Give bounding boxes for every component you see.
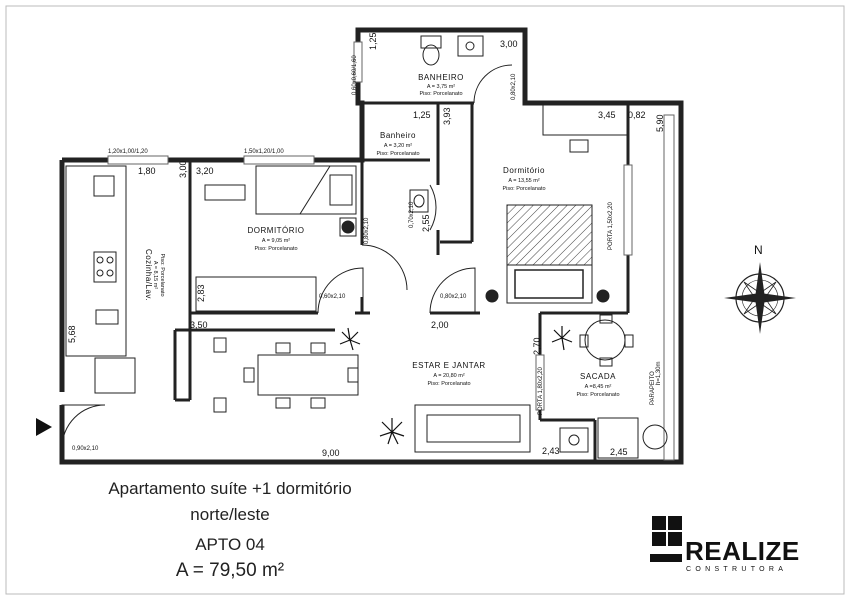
dormitory-left-furniture [195, 165, 357, 312]
logo-bar [650, 554, 682, 562]
compass-north: N [754, 243, 763, 257]
dim-label: 3,00 [500, 39, 518, 49]
sacada-fixtures [559, 314, 668, 459]
opening-label: PORTA 1,50x2,20 [608, 202, 614, 250]
room-area-estar: A = 20,80 m² [433, 373, 465, 379]
inner-walls [173, 101, 630, 462]
bathroom-mid-fixtures [339, 189, 429, 237]
room-floor-banheiro-mid: Piso: Porcelanato [376, 151, 419, 157]
opening-label: 0,60x0,60/1,60 [352, 55, 358, 95]
opening-label: 1,50x1,20/1,00 [244, 149, 284, 155]
walls [59, 27, 684, 465]
logo-square [652, 532, 666, 546]
room-name-dormitorio-right: Dormitório [503, 166, 545, 175]
logo-name: REALIZE [685, 536, 800, 566]
room-name-banheiro-top: BANHEIRO [418, 73, 464, 82]
dim-label: 1,25 [368, 32, 378, 50]
caption-type: Apartamento suíte +1 dormitório [108, 479, 352, 498]
logo-square [668, 532, 682, 546]
room-floor-dormitorio-left: Piso: Porcelanato [254, 246, 297, 252]
room-floor-sacada: Piso: Porcelanato [576, 392, 619, 398]
room-name-banheiro-mid: Banheiro [380, 131, 416, 140]
dimension-labels: 3,00 1,25 3,45 0,82 1,80 3,20 3,50 2,00 … [67, 32, 665, 458]
opening-label: 0,80x2,10 [364, 217, 370, 244]
dim-label: 2,83 [196, 284, 206, 302]
dim-label: 9,00 [322, 448, 340, 458]
dim-label: 5,90 [655, 114, 665, 132]
dim-label: 2,55 [421, 214, 431, 232]
opening-label: PORTA 1,80x2,20 [538, 367, 544, 415]
dormitory-right-furniture [485, 104, 629, 304]
sofa [414, 404, 531, 453]
dim-label: 3,50 [190, 320, 208, 330]
windows [107, 41, 675, 461]
opening-label: 0,90x2,10 [72, 446, 99, 452]
room-floor-cozinha: Piso: Porcelanato [159, 253, 165, 296]
dim-label: 3,20 [196, 166, 214, 176]
dim-label: 2,43 [542, 446, 560, 456]
brand-logo: REALIZE CONSTRUTORA [650, 514, 810, 574]
opening-label: 0,70x2,10 [409, 201, 415, 228]
caption-unit: APTO 04 [195, 535, 265, 554]
plant-icon [339, 326, 573, 445]
room-floor-estar: Piso: Porcelanato [427, 381, 470, 387]
compass-icon [724, 262, 796, 334]
dim-label: 3,93 [442, 107, 452, 125]
dim-label: 2,45 [610, 447, 628, 457]
opening-label: 0,60x2,10 [319, 294, 346, 300]
logo-tagline: CONSTRUTORA [686, 566, 788, 573]
room-area-banheiro-top: A = 3,75 m² [427, 84, 455, 90]
room-name-dormitorio-left: DORMITÓRIO [248, 226, 305, 235]
room-label-cozinha: Cozinha/Lav. A = 8,15 m² Piso: Porcelana… [144, 249, 165, 301]
caption-area: A = 79,50 m² [175, 560, 285, 581]
logo-square [652, 516, 666, 530]
kitchen-fixtures [65, 165, 136, 394]
dim-label: 2,70 [532, 337, 542, 355]
opening-label: 0,80x2,10 [440, 294, 467, 300]
entry-arrow-icon [36, 418, 52, 436]
caption-orientation: norte/leste [190, 505, 270, 524]
room-name-estar: ESTAR E JANTAR [412, 361, 485, 370]
dim-label: 3,45 [598, 110, 616, 120]
dim-label: 5,68 [67, 325, 77, 343]
room-area-banheiro-mid: A = 3,20 m² [384, 143, 412, 149]
page-frame [5, 5, 845, 595]
dim-label: 2,00 [431, 320, 449, 330]
room-name-sacada: SACADA [580, 372, 616, 381]
opening-labels: 1,20x1,00/1,20 1,50x1,20/1,00 0,90x2,10 … [72, 55, 662, 452]
dining-set [213, 337, 359, 413]
room-name-cozinha: Cozinha/Lav. [144, 249, 153, 301]
entry-door [61, 404, 106, 449]
logo-square [668, 516, 682, 530]
room-floor-banheiro-top: Piso: Porcelanato [419, 91, 462, 97]
parapeito-height: h=1,30m [656, 361, 662, 385]
dim-label: 1,80 [138, 166, 156, 176]
opening-label: 1,20x1,00/1,20 [108, 149, 148, 155]
room-area-cozinha: A = 8,15 m² [152, 261, 158, 289]
room-area-dormitorio-right: A = 13,55 m² [508, 178, 540, 184]
room-labels: BANHEIRO A = 3,75 m² Piso: Porcelanato B… [248, 73, 620, 398]
dim-label: 3,00 [178, 160, 188, 178]
dim-label: 1,25 [413, 110, 431, 120]
doors [61, 64, 513, 449]
room-area-sacada: A =8,45 m² [585, 384, 612, 390]
dim-label: 0,82 [628, 110, 646, 120]
room-floor-dormitorio-right: Piso: Porcelanato [502, 186, 545, 192]
room-area-dormitorio-left: A = 9,05 m² [262, 238, 290, 244]
bathroom-top-fixtures [420, 35, 484, 66]
parapeito-label: PARAPEITO [650, 371, 656, 405]
opening-label: 0,80x2,10 [511, 73, 517, 100]
